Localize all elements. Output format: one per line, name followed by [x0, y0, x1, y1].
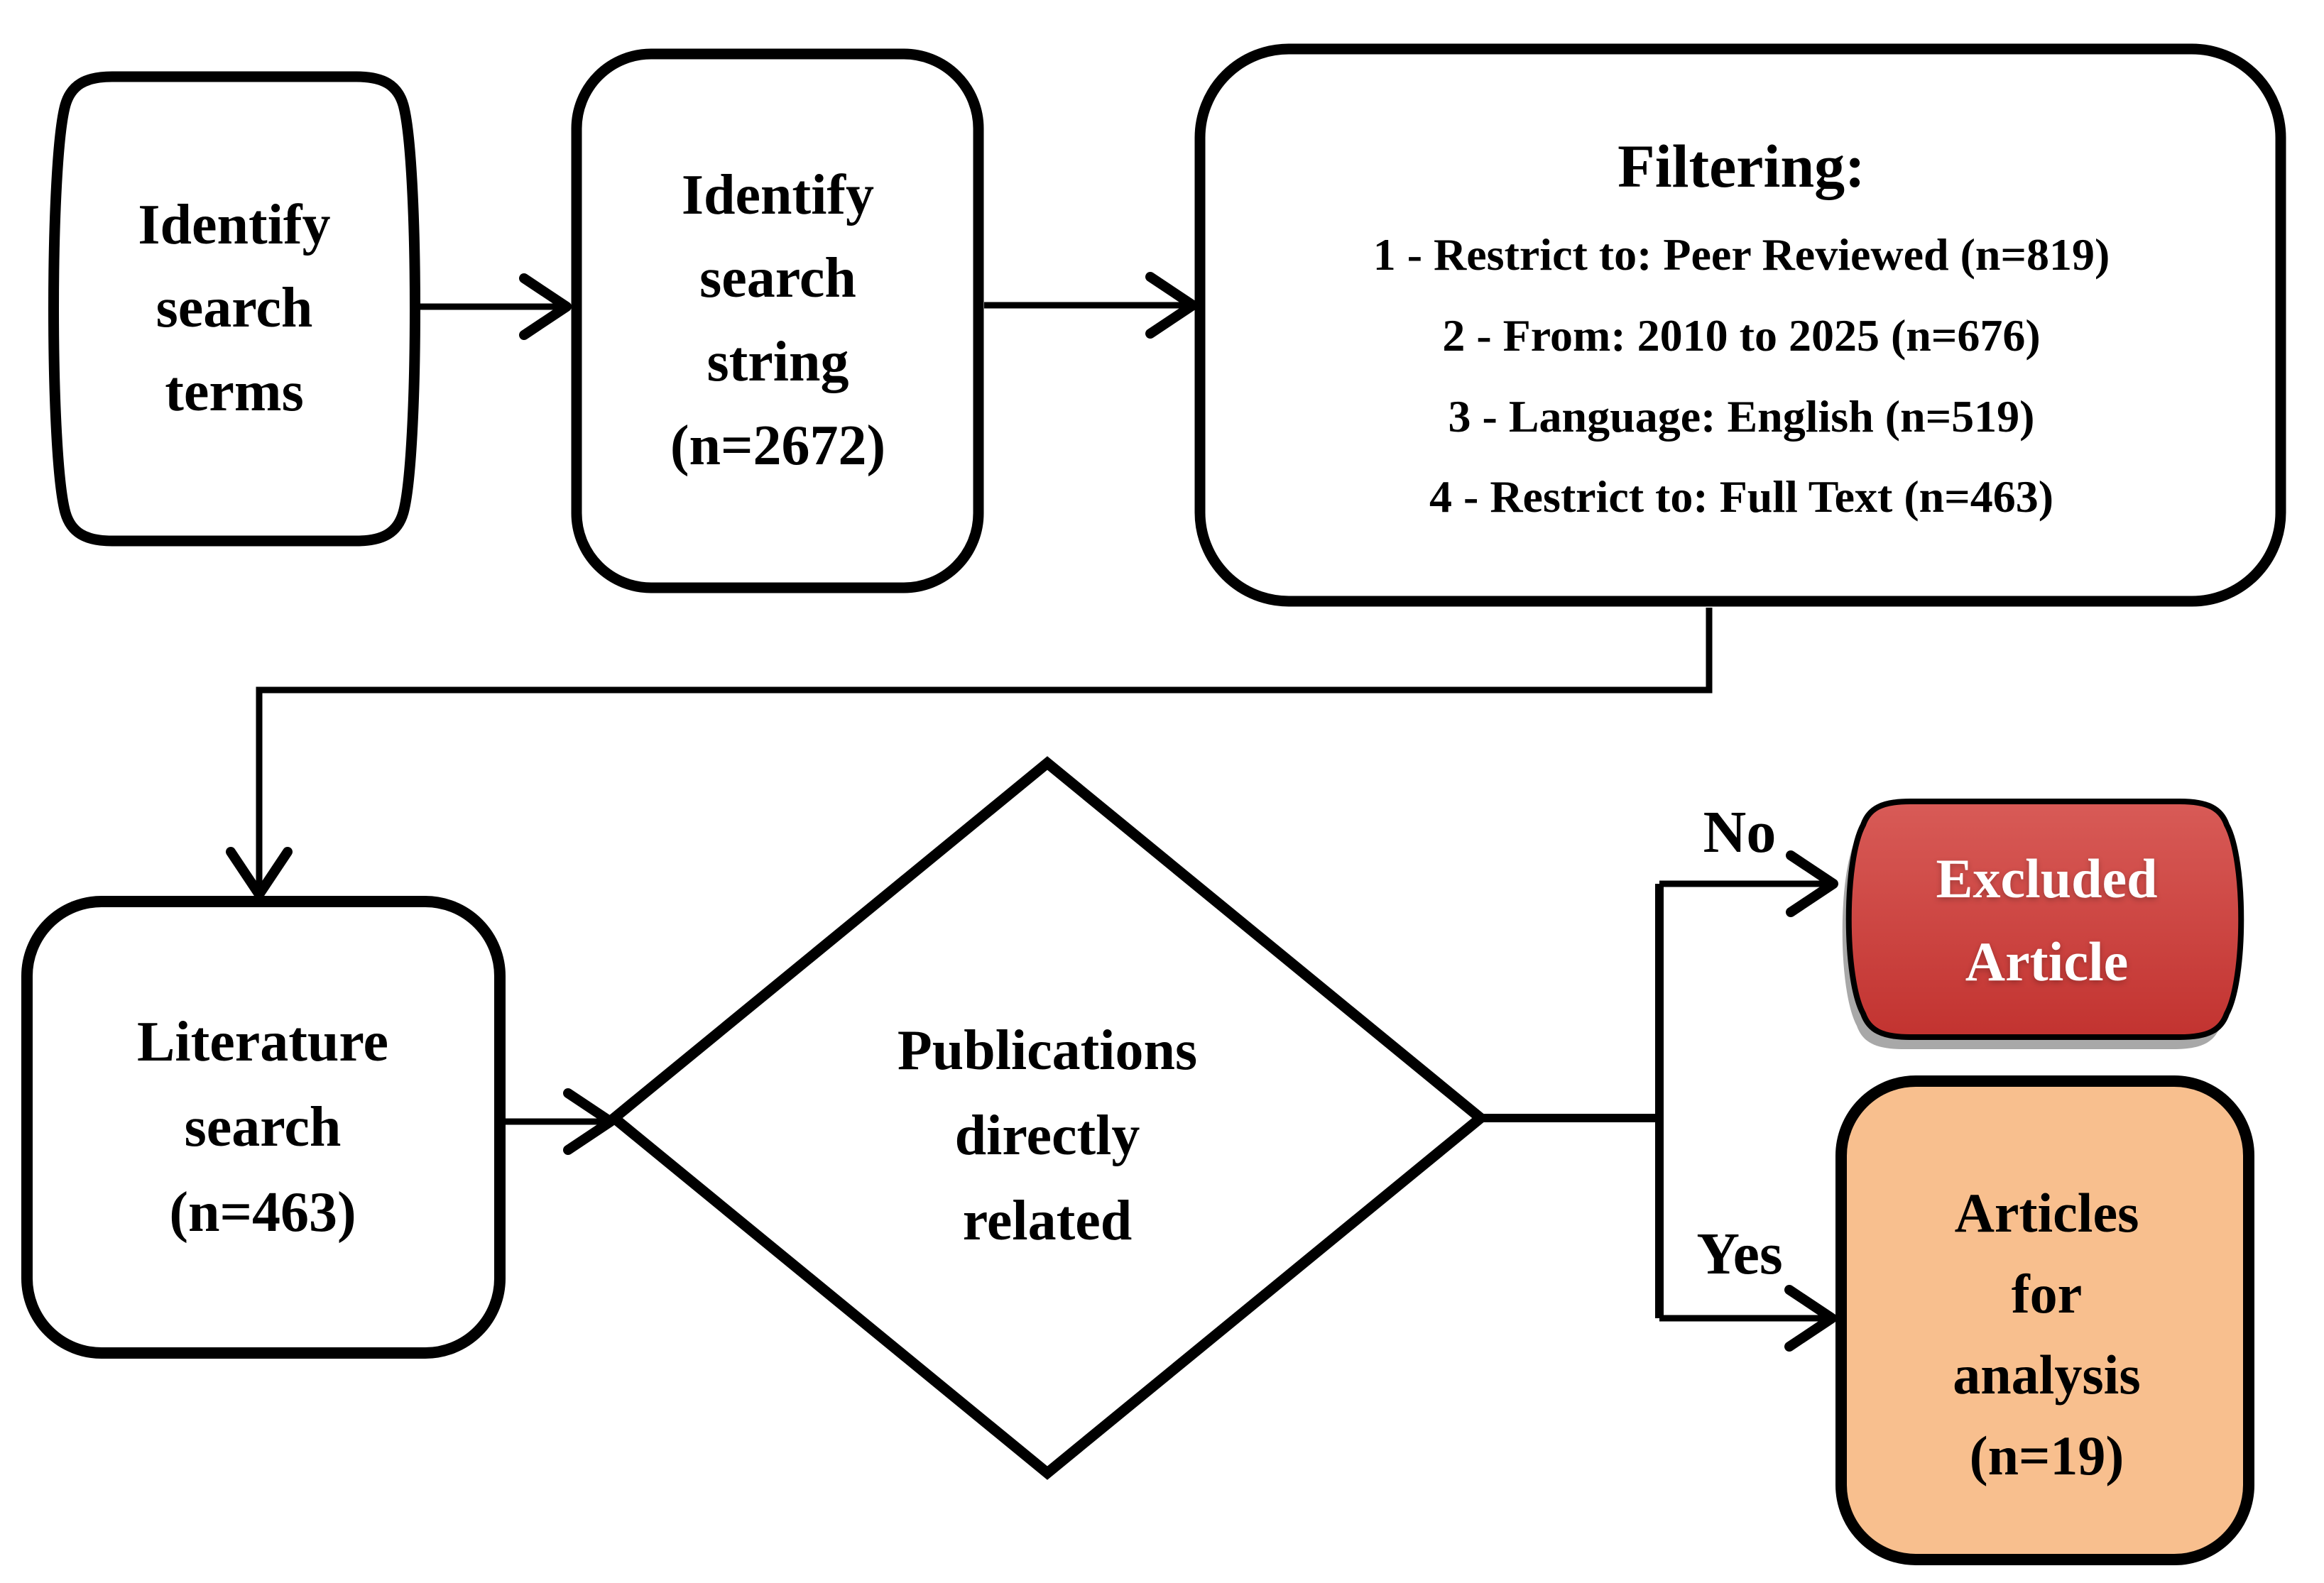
accepted-articles-shape	[1835, 1075, 2254, 1565]
filtering-items: 1 - Restrict to: Peer Reviewed (n=819) 2…	[1373, 229, 2110, 522]
node-literature-search-shape	[21, 896, 506, 1359]
filtering-title: Filtering:	[1617, 132, 1865, 201]
node-identify-terms-shape	[48, 71, 420, 547]
node-identify-string-shape	[571, 48, 984, 593]
connectors	[226, 272, 1838, 1352]
arrowhead-yes-icon	[1784, 1285, 1837, 1352]
node-filtering-shape	[1194, 43, 2286, 607]
filtering-item-2: 2 - From: 2010 to 2025 (n=676)	[1442, 310, 2041, 361]
arrowhead-terms-to-string-icon	[519, 273, 572, 340]
arrowhead-no-icon	[1786, 850, 1838, 917]
excluded-article-shape	[1845, 799, 2244, 1040]
decision-diamond-shape	[606, 756, 1489, 1480]
filtering-item-4: 4 - Restrict to: Full Text (n=463)	[1429, 471, 2053, 522]
filtering-item-1: 1 - Restrict to: Peer Reviewed (n=819)	[1373, 229, 2110, 280]
filtering-item-3: 3 - Language: English (n=519)	[1448, 390, 2035, 442]
edge-filtering-to-literature	[256, 608, 1713, 892]
arrowhead-string-to-filtering-icon	[1145, 272, 1198, 339]
node-filtering-label: Filtering: 1 - Restrict to: Peer Reviewe…	[1211, 57, 2272, 596]
arrowhead-filtering-to-literature-icon	[226, 847, 293, 899]
